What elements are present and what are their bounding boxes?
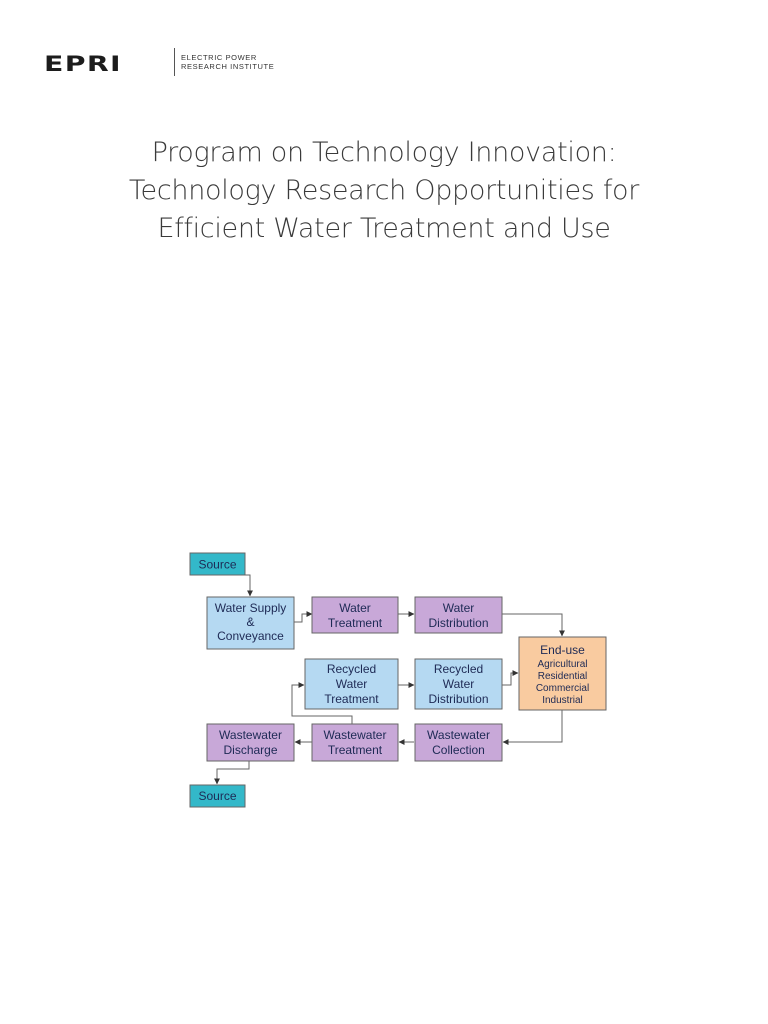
edge-enduse-to-collection [502, 710, 563, 745]
logo-text-line-2: RESEARCH INSTITUTE [181, 62, 275, 71]
edge-wastewater-to-recycled-treatment [291, 682, 353, 724]
epri-logo-mark: EPRI [44, 52, 122, 76]
node-wastewater-treatment-label-2: Treatment [328, 743, 383, 757]
node-wastewater-collection: Wastewater Collection [414, 723, 503, 762]
node-end-use-item-1: Agricultural [537, 659, 587, 670]
node-recycled-distribution-label-2: Water [443, 677, 475, 691]
node-wastewater-collection-label-2: Collection [432, 743, 485, 757]
title-line-2: Technology Research Opportunities for [128, 175, 640, 206]
node-end-use: End-use Agricultural Residential Commerc… [518, 636, 607, 711]
node-recycled-distribution-label-1: Recycled [434, 662, 483, 676]
node-wastewater-collection-label-1: Wastewater [427, 728, 490, 742]
node-water-supply-label-1: Water Supply [215, 601, 287, 615]
node-recycled-treatment-label-3: Treatment [324, 692, 379, 706]
node-end-use-item-4: Industrial [542, 695, 583, 706]
node-wastewater-discharge: Wastewater Discharge [206, 723, 295, 762]
node-water-distribution-label-1: Water [443, 601, 475, 615]
node-water-distribution-label-2: Distribution [428, 616, 488, 630]
node-water-distribution: Water Distribution [414, 596, 503, 634]
node-source-top: Source [189, 552, 246, 576]
node-recycled-distribution-label-3: Distribution [428, 692, 488, 706]
edge-distribution-to-enduse [502, 613, 565, 637]
node-wastewater-treatment: Wastewater Treatment [311, 723, 399, 762]
node-water-treatment: Water Treatment [311, 596, 399, 634]
node-recycled-water-distribution: Recycled Water Distribution [414, 658, 503, 710]
node-wastewater-discharge-label-2: Discharge [223, 743, 277, 757]
node-recycled-water-treatment: Recycled Water Treatment [304, 658, 399, 710]
node-wastewater-discharge-label-1: Wastewater [219, 728, 282, 742]
title-line-3: Efficient Water Treatment and Use [157, 213, 611, 244]
node-water-supply: Water Supply & Conveyance [206, 596, 295, 650]
node-recycled-treatment-label-1: Recycled [327, 662, 376, 676]
node-source-bottom-label: Source [198, 789, 236, 803]
edge-supply-to-treatment [294, 611, 313, 623]
node-water-treatment-label-1: Water [339, 601, 371, 615]
node-wastewater-treatment-label-1: Wastewater [324, 728, 387, 742]
node-recycled-treatment-label-2: Water [336, 677, 368, 691]
edge-discharge-to-source [214, 761, 250, 785]
node-source-bottom: Source [189, 784, 246, 808]
node-source-top-label: Source [198, 558, 236, 572]
logo-text-line-1: ELECTRIC POWER [181, 53, 257, 62]
logo-divider [174, 48, 175, 76]
node-water-treatment-label-2: Treatment [328, 616, 383, 630]
document-title: Program on Technology Innovation: Techno… [84, 134, 684, 248]
node-end-use-item-3: Commercial [536, 683, 589, 694]
node-water-supply-label-2: & [246, 615, 254, 629]
title-line-1: Program on Technology Innovation: [151, 137, 617, 168]
node-end-use-item-2: Residential [538, 671, 587, 682]
node-end-use-title: End-use [540, 643, 585, 657]
node-water-supply-label-3: Conveyance [217, 629, 284, 643]
edge-source-to-supply [218, 574, 253, 597]
edge-recycled-distribution-to-enduse [502, 670, 519, 686]
